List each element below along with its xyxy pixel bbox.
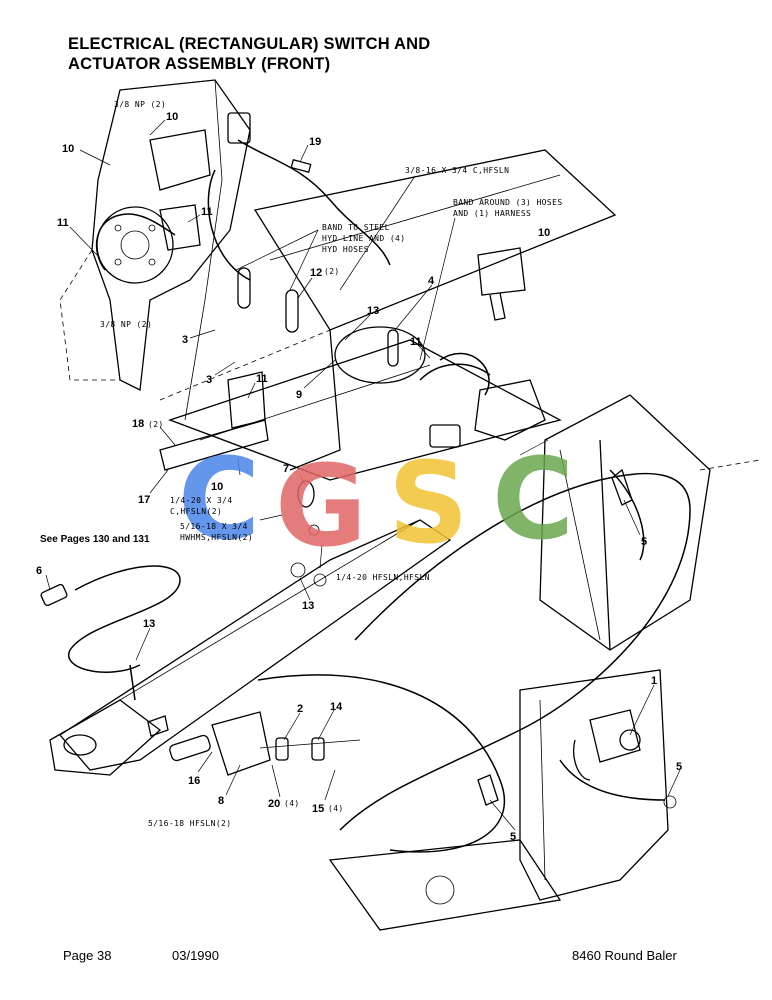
callout-labels: 10 10 11 11 19 10 12 (2) 13 4 11 3 3 11 … <box>36 111 682 843</box>
callout-10: 10 <box>166 111 178 123</box>
title-line-2: ACTUATOR ASSEMBLY (FRONT) <box>68 55 331 73</box>
note-band-hoses-2: AND (1) HARNESS <box>453 209 531 218</box>
footer-page: Page 38 <box>63 948 112 963</box>
callout-3: 3 <box>206 374 212 386</box>
watermark-letter-c1: C <box>178 435 260 565</box>
callout-4: 4 <box>428 275 435 287</box>
note-bolt-516-1: 5/16-18 X 3/4 <box>180 522 248 531</box>
callout-16: 16 <box>188 775 200 787</box>
callout-10: 10 <box>538 227 550 239</box>
note-band-steel-3: HYD HOSES <box>322 245 369 254</box>
callout-8: 8 <box>218 795 224 807</box>
see-pages-note: See Pages 130 and 131 <box>40 534 150 545</box>
callout-13: 13 <box>367 305 379 317</box>
watermark-letter-g: G <box>275 442 367 572</box>
leader-lines <box>45 119 681 831</box>
callout-5: 5 <box>510 831 516 843</box>
note-bolt-14-1: 1/4-20 X 3/4 <box>170 496 233 505</box>
callout-11: 11 <box>57 217 69 229</box>
callout-11: 11 <box>410 336 422 348</box>
note-np-bottom: 3/8 NP (2) <box>100 320 152 329</box>
callout-19: 19 <box>309 136 321 148</box>
callout-15: 15 <box>312 803 324 815</box>
note-nut-14: 1/4-20 HFSLN,HFSLN <box>336 573 430 582</box>
note-band-steel-2: HYD LINE AND (4) <box>322 234 405 243</box>
callout-13: 13 <box>302 600 314 612</box>
callout-11: 11 <box>256 373 268 385</box>
callout-13: 13 <box>143 618 155 630</box>
diagram-line-art <box>40 79 761 931</box>
callout-9: 9 <box>296 389 302 401</box>
callout-5: 5 <box>676 761 682 773</box>
note-band-steel-1: BAND TO STEEL <box>322 223 390 232</box>
title-line-1: ELECTRICAL (RECTANGULAR) SWITCH AND <box>68 35 431 53</box>
hardware-notes: 3/8 NP (2) 3/8 NP (2) 3/8-16 X 3/4 C,HFS… <box>100 100 563 828</box>
callout-18: 18 <box>132 418 144 430</box>
footer-date: 03/1990 <box>172 948 219 963</box>
watermark-letter-s: S <box>388 439 469 569</box>
callout-17: 17 <box>138 494 150 506</box>
callout-1: 1 <box>651 675 657 687</box>
note-np-top: 3/8 NP (2) <box>114 100 166 109</box>
callout-20: 20 <box>268 798 280 810</box>
callout-18-qty: (2) <box>148 420 164 429</box>
note-bolt-14-2: C,HFSLN(2) <box>170 507 222 516</box>
page-title: ELECTRICAL (RECTANGULAR) SWITCH AND ACTU… <box>68 34 430 74</box>
callout-15-qty: (4) <box>328 804 344 813</box>
callout-10: 10 <box>211 481 223 493</box>
callout-12: 12 <box>310 267 322 279</box>
footer-model: 8460 Round Baler <box>572 948 677 963</box>
watermark: C G S C <box>178 435 574 572</box>
note-band-hoses-1: BAND AROUND (3) HOSES <box>453 198 563 207</box>
callout-11: 11 <box>201 206 213 218</box>
callout-2: 2 <box>297 703 303 715</box>
callout-3: 3 <box>182 334 188 346</box>
callout-6: 6 <box>36 565 42 577</box>
callout-5: 5 <box>641 536 647 548</box>
note-bolt-top: 3/8-16 X 3/4 C,HFSLN <box>405 166 509 175</box>
note-nut-516: 5/16-18 HFSLN(2) <box>148 819 231 828</box>
callout-7: 7 <box>283 463 289 475</box>
callout-10: 10 <box>62 143 74 155</box>
callout-20-qty: (4) <box>284 799 300 808</box>
callout-12-qty: (2) <box>324 267 340 276</box>
callout-14: 14 <box>330 701 343 713</box>
watermark-letter-c2: C <box>492 435 574 565</box>
note-bolt-516-2: HWHMS,HFSLN(2) <box>180 533 253 542</box>
